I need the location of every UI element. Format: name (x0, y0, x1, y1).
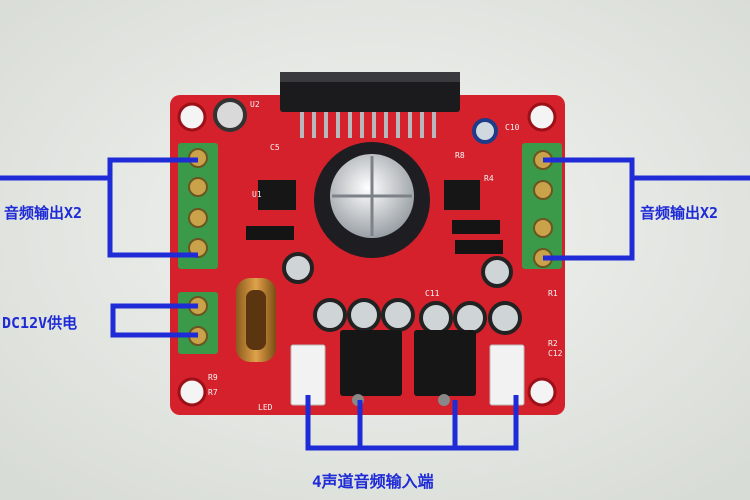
silkscreen-text: C10 (505, 123, 520, 132)
input-header-connectors (290, 344, 525, 406)
capacitor (213, 98, 247, 132)
audio-output-label-left: 音频输出X2 (4, 204, 83, 222)
silkscreen-text: R9 (208, 373, 218, 382)
audio-output-label-right: 音频输出X2 (640, 204, 719, 222)
power-terminal (178, 292, 218, 354)
silkscreen-text: R1 (548, 289, 558, 298)
silkscreen-text: R2 (548, 339, 558, 348)
mounting-hole (177, 377, 207, 407)
silkscreen-text: U1 (252, 190, 262, 199)
smd-component (452, 220, 500, 234)
capacitor (472, 118, 498, 144)
mounting-hole (177, 102, 207, 132)
output-terminal-right (522, 143, 562, 269)
capacitor-row (282, 252, 522, 335)
silkscreen-text: LED (258, 403, 273, 412)
silkscreen-text: R8 (455, 151, 465, 160)
silkscreen-text: C11 (425, 289, 440, 298)
silkscreen-text: U2 (250, 100, 260, 109)
silkscreen-text: R4 (484, 174, 494, 183)
silkscreen-text: R7 (208, 388, 218, 397)
ic-pins (300, 112, 436, 138)
mounting-hole (527, 102, 557, 132)
smd-component (455, 240, 503, 254)
silkscreen-text: C5 (270, 143, 280, 152)
ic-chip (444, 180, 480, 210)
silkscreen-text: C12 (548, 349, 563, 358)
silkscreen: U2 C10 R8 C5 R9 R7 LED C11 C12 R1 R2 R4 … (208, 100, 563, 412)
ic-chip (258, 180, 296, 210)
smd-component (246, 226, 294, 240)
power-input-label: DC12V供电 (2, 314, 78, 332)
audio-input-jacks (340, 330, 476, 406)
audio-input-label: 4声道音频输入端 (312, 472, 434, 491)
annotation-wires (0, 157, 750, 451)
mounting-hole (527, 377, 557, 407)
